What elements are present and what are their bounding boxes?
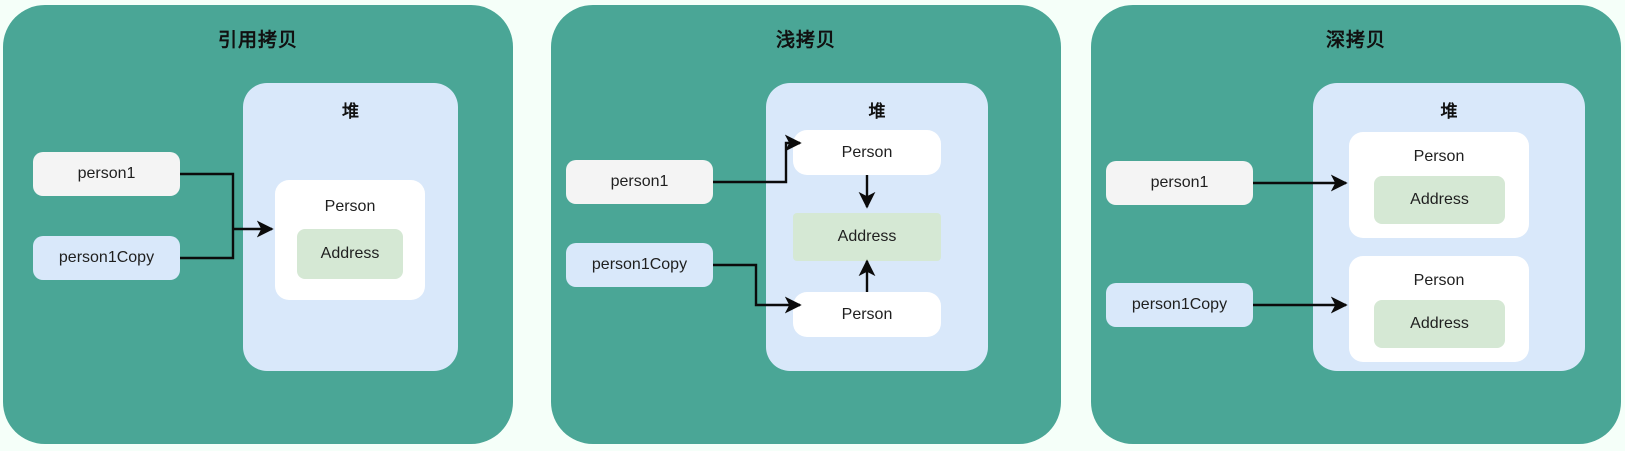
variable-person1[interactable]: person1: [566, 160, 713, 204]
object-person-label: Person: [324, 198, 376, 215]
heap-region: 堆 Person Address Person Address: [1313, 83, 1585, 371]
panel-title: 浅拷贝: [775, 30, 836, 51]
variable-person1[interactable]: person1: [1106, 161, 1253, 205]
object-person-label: Person: [1413, 148, 1465, 165]
object-person-second: Person Address: [1349, 256, 1529, 362]
heap-region: 堆 Person Address: [243, 83, 458, 371]
variable-person1copy[interactable]: person1Copy: [1106, 283, 1253, 327]
panel-title: 引用拷贝: [217, 30, 298, 51]
panel-reference-copy: 引用拷贝 堆 Person Address person1 person1Cop…: [3, 5, 513, 444]
edge-person1copy-to-person: [180, 229, 235, 260]
field-address: Address: [1374, 300, 1505, 348]
field-address: Address: [297, 229, 403, 279]
heap-label: 堆: [1440, 102, 1458, 121]
panel-title: 深拷贝: [1325, 30, 1386, 51]
object-person-first: Person Address: [1349, 132, 1529, 238]
field-address: Address: [1374, 176, 1505, 224]
heap-region: 堆 Person Address Person: [766, 83, 988, 371]
panel-shallow-copy: 浅拷贝 堆 Person Address Person person1 pers…: [551, 5, 1061, 444]
object-person-label: Person: [1413, 272, 1465, 289]
panel-deep-copy: 深拷贝 堆 Person Address Person Address pers…: [1091, 5, 1621, 444]
shared-field-address: Address: [793, 213, 941, 261]
edge-person1-to-person: [180, 172, 235, 229]
object-person: Person Address: [275, 180, 425, 300]
heap-label: 堆: [342, 102, 359, 121]
object-person-bottom: Person: [793, 292, 941, 337]
heap-label: 堆: [868, 102, 886, 121]
variable-person1copy[interactable]: person1Copy: [566, 243, 713, 287]
variable-person1[interactable]: person1: [33, 152, 180, 196]
variable-person1copy[interactable]: person1Copy: [33, 236, 180, 280]
object-person-top: Person: [793, 130, 941, 175]
